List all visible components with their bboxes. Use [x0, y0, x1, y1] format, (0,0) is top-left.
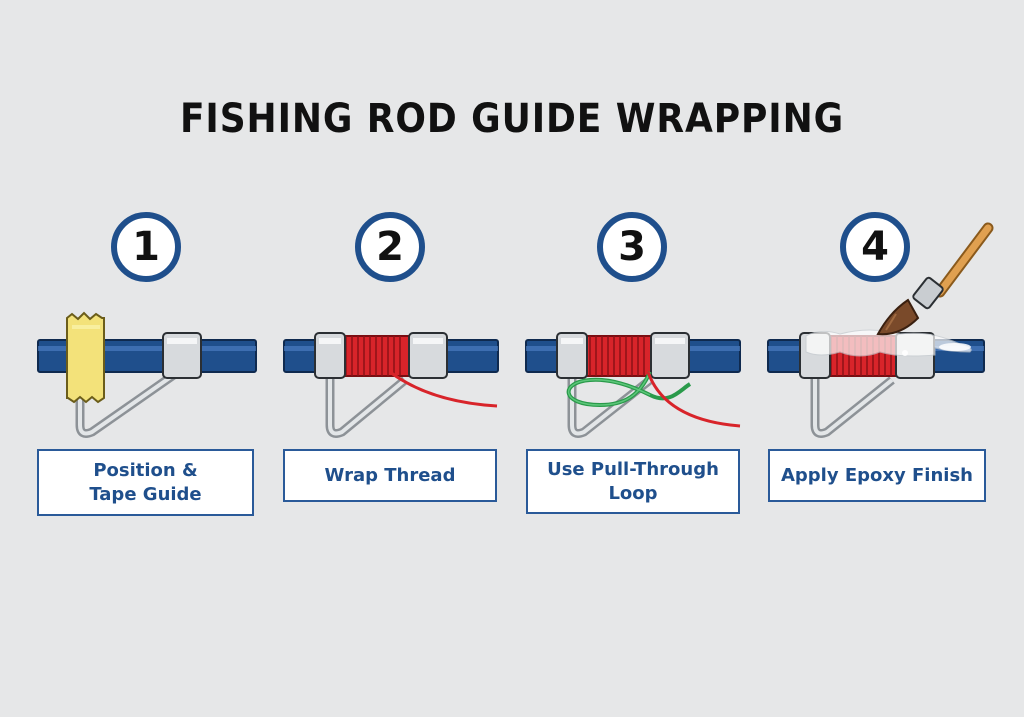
step-1-number: 1	[111, 212, 181, 282]
step-3-illustration	[525, 332, 741, 438]
tape-icon	[66, 311, 105, 404]
page-title: FISHING ROD GUIDE WRAPPING	[179, 96, 845, 142]
step-1-illustration	[37, 311, 257, 438]
guide-foot-icon	[314, 332, 346, 379]
step-1-label: Position & Tape Guide	[37, 449, 254, 516]
thread-end-icon	[389, 370, 498, 408]
step-2-illustration	[283, 332, 499, 438]
step-2-label: Wrap Thread	[283, 449, 497, 502]
thread-end-icon	[646, 371, 741, 428]
guide-foot-icon	[650, 332, 690, 379]
guide-foot-icon	[162, 332, 202, 379]
step-4-number: 4	[840, 212, 910, 282]
step-3-label: Use Pull-Through Loop	[526, 449, 740, 514]
guide-foot-icon	[408, 332, 448, 379]
step-4-label: Apply Epoxy Finish	[768, 449, 986, 502]
brush-icon	[876, 222, 994, 336]
step-2-number: 2	[355, 212, 425, 282]
step-4-illustration	[767, 222, 994, 438]
epoxy-coat-icon	[805, 329, 972, 357]
step-3-number: 3	[597, 212, 667, 282]
guide-foot-icon	[556, 332, 588, 379]
